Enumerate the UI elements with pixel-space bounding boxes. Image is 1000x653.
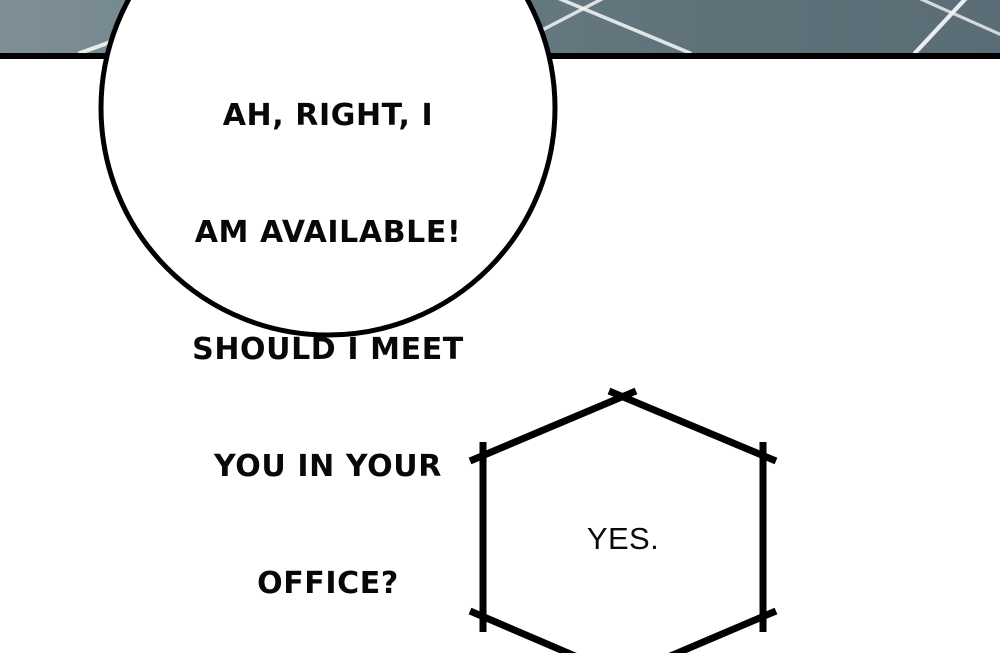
balloon-circle-outline — [98, 0, 558, 338]
grout-line — [557, 0, 692, 53]
speech-balloon-circle — [72, 0, 584, 364]
balloon-hexagon-fill — [483, 397, 763, 653]
hexagon-edge-lower-right — [668, 607, 778, 653]
hexagon-edge-upper-right — [607, 387, 778, 465]
balloon-hexagon-strokes — [468, 387, 778, 653]
grout-line — [919, 0, 1000, 36]
balloon-circle-svg — [98, 0, 558, 338]
balloon-hexagon-svg — [468, 387, 778, 653]
hexagon-edge-lower-left — [468, 607, 577, 653]
hexagon-edge-upper-left — [468, 387, 638, 465]
grout-line — [912, 0, 968, 53]
speech-balloon-hexagon — [440, 376, 810, 653]
